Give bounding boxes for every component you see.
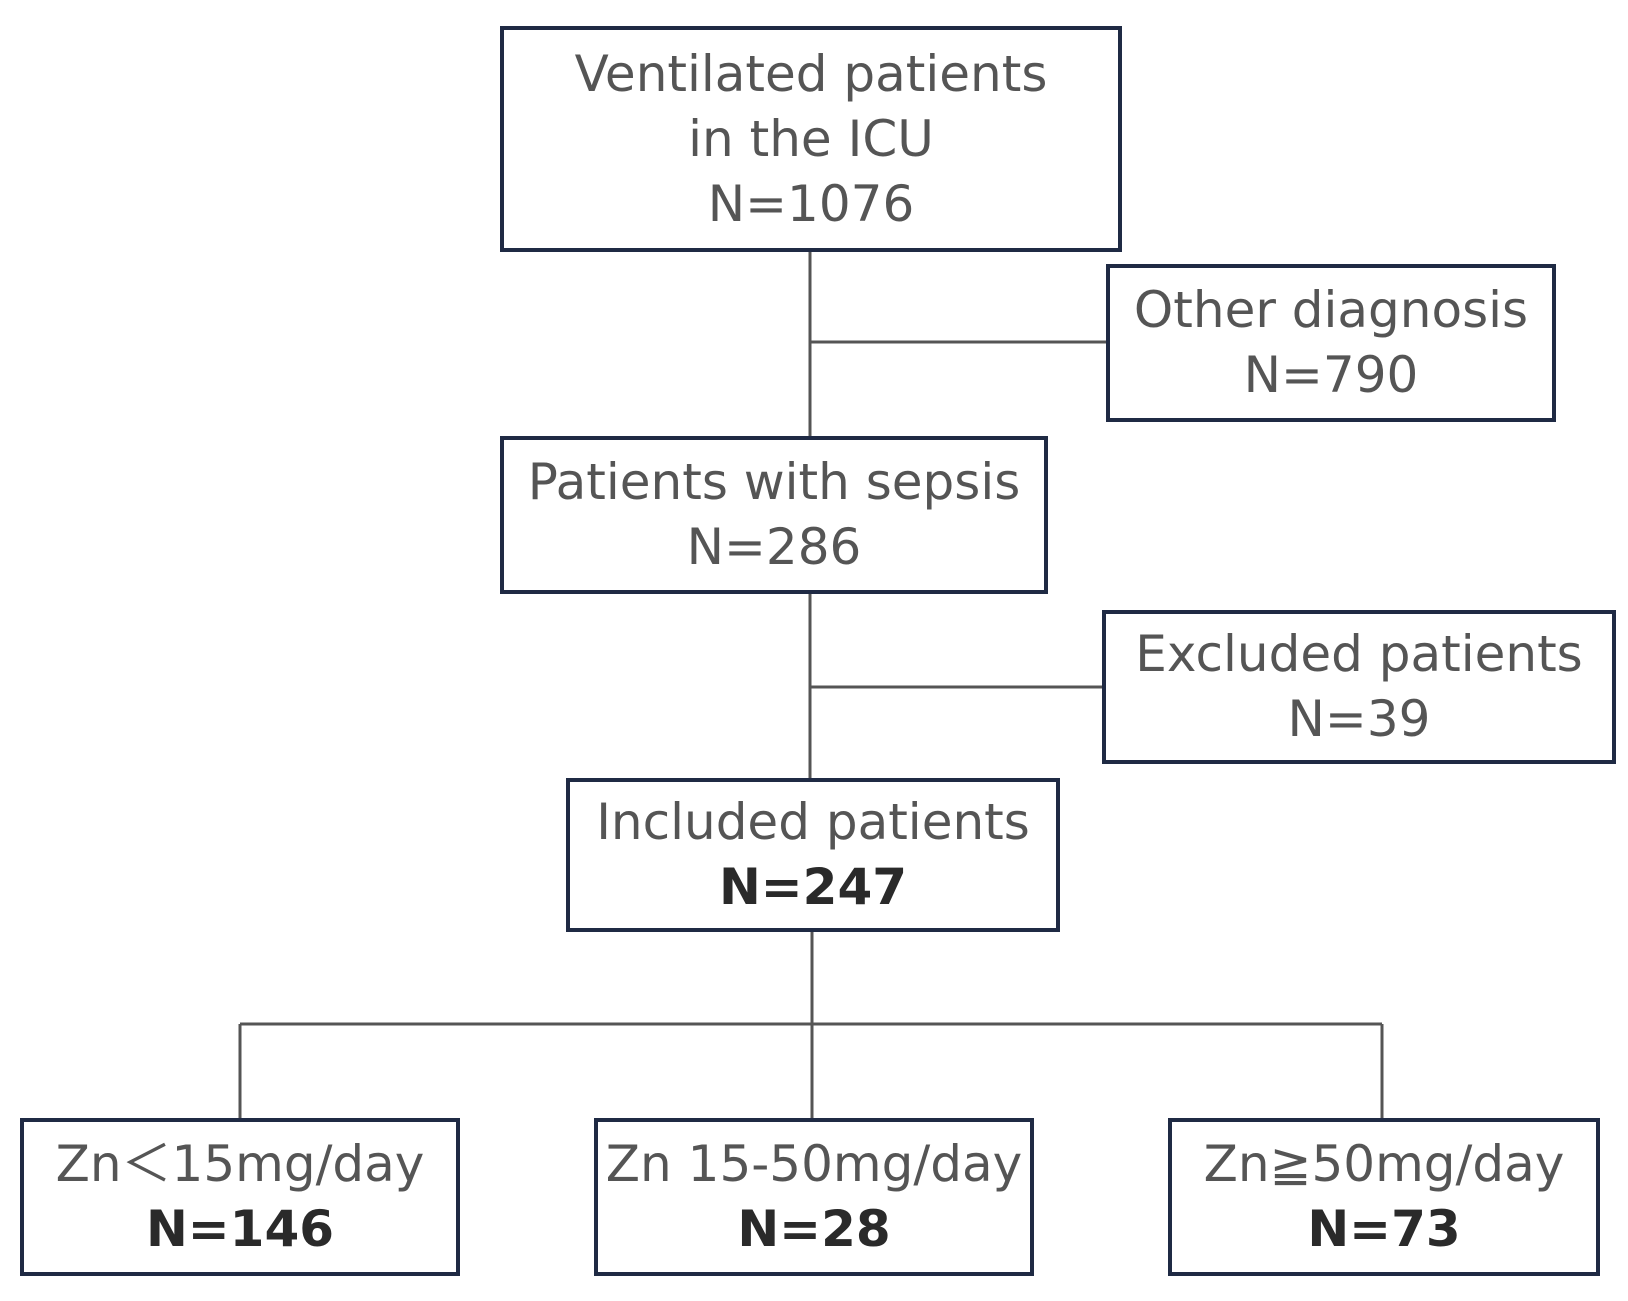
- zn-high-dose-box: Zn≧50mg/day N=73: [1168, 1118, 1600, 1276]
- box-label: Included patients: [596, 793, 1030, 851]
- box-count: N=790: [1243, 346, 1419, 404]
- box-label-line1: Ventilated patients: [574, 44, 1048, 103]
- box-count: N=247: [718, 858, 908, 916]
- ventilated-patients-box: Ventilated patients in the ICU N=1076: [500, 26, 1122, 252]
- box-label: Zn≧50mg/day: [1203, 1135, 1565, 1193]
- box-label: Excluded patients: [1135, 625, 1583, 683]
- zn-mid-dose-box: Zn 15-50mg/day N=28: [594, 1118, 1034, 1276]
- zn-low-dose-box: Zn＜15mg/day N=146: [20, 1118, 460, 1276]
- box-label: Patients with sepsis: [527, 453, 1021, 511]
- box-count: N=146: [145, 1200, 335, 1258]
- box-label: Zn 15-50mg/day: [605, 1135, 1023, 1193]
- sepsis-patients-box: Patients with sepsis N=286: [500, 436, 1048, 594]
- box-count: N=286: [686, 518, 862, 576]
- box-count: N=28: [737, 1200, 891, 1258]
- box-count: N=73: [1307, 1200, 1461, 1258]
- box-label: Other diagnosis: [1133, 281, 1529, 339]
- box-label: Zn＜15mg/day: [55, 1135, 425, 1193]
- box-count: N=1076: [707, 174, 915, 233]
- box-count: N=39: [1287, 690, 1431, 748]
- box-label-line2: in the ICU: [688, 109, 934, 168]
- other-diagnosis-box: Other diagnosis N=790: [1106, 264, 1556, 422]
- included-patients-box: Included patients N=247: [566, 778, 1060, 932]
- excluded-patients-box: Excluded patients N=39: [1102, 610, 1616, 764]
